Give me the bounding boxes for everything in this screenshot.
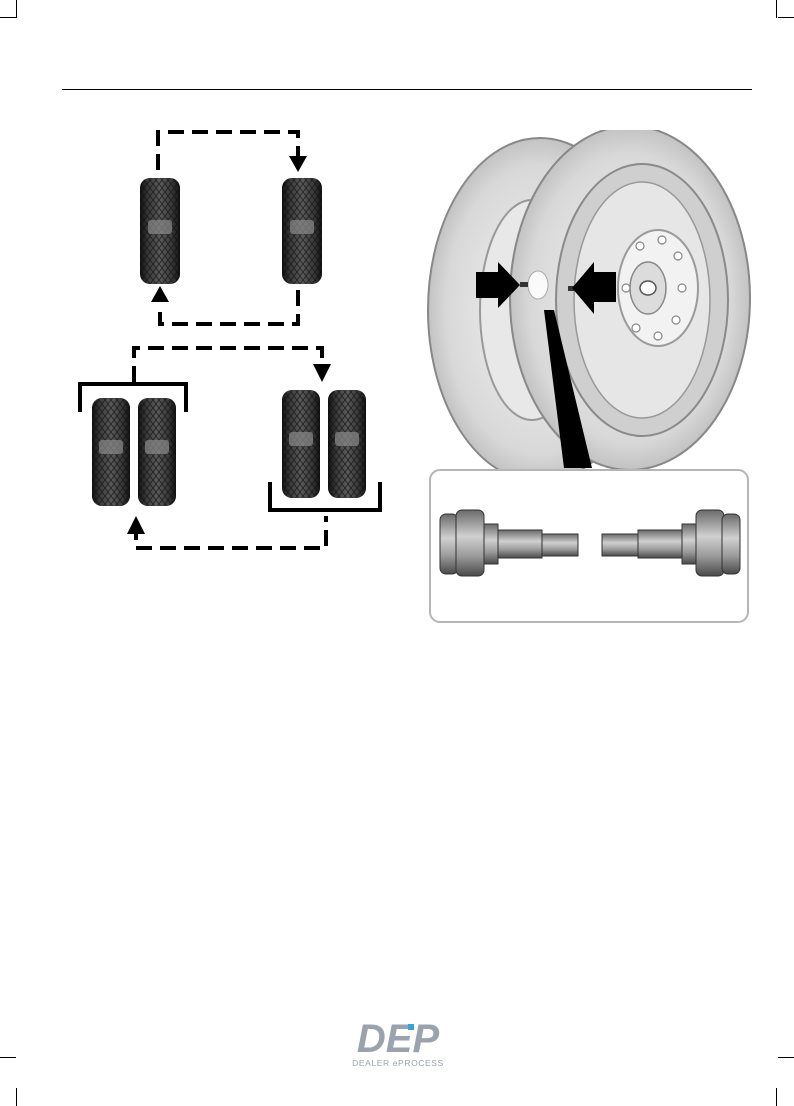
watermark-subtitle: DEALER ePROCESS — [338, 1058, 458, 1068]
svg-text:DEP: DEP — [357, 1018, 440, 1058]
crop-mark-top-right — [776, 0, 777, 18]
rear-right-dual-tires — [282, 390, 366, 498]
rear-left-dual-tires — [92, 398, 176, 506]
dep-logo: DEP — [338, 1018, 458, 1058]
dealer-eprocess-watermark: DEP DEALER ePROCESS — [338, 1018, 458, 1068]
front-left-tire — [140, 178, 180, 284]
header-rule — [62, 89, 752, 90]
crop-mark-top-left — [16, 0, 17, 18]
arrow-up-icon — [127, 516, 145, 534]
arrow-down-icon — [313, 364, 331, 382]
crop-mark-bottom-right — [776, 1088, 777, 1106]
crop-mark-bottom-right-h — [778, 1057, 794, 1058]
crop-mark-bottom-left-h — [0, 1057, 16, 1058]
dual-wheel-valve-diagram — [420, 130, 760, 630]
front-right-tire — [282, 178, 322, 284]
crop-mark-top-left-h — [0, 17, 16, 18]
arrow-down-icon — [289, 156, 307, 172]
crop-mark-top-right-h — [778, 17, 794, 18]
arrow-up-icon — [151, 286, 169, 302]
crop-mark-bottom-left — [16, 1088, 17, 1106]
tire-rotation-diagram — [60, 120, 390, 560]
